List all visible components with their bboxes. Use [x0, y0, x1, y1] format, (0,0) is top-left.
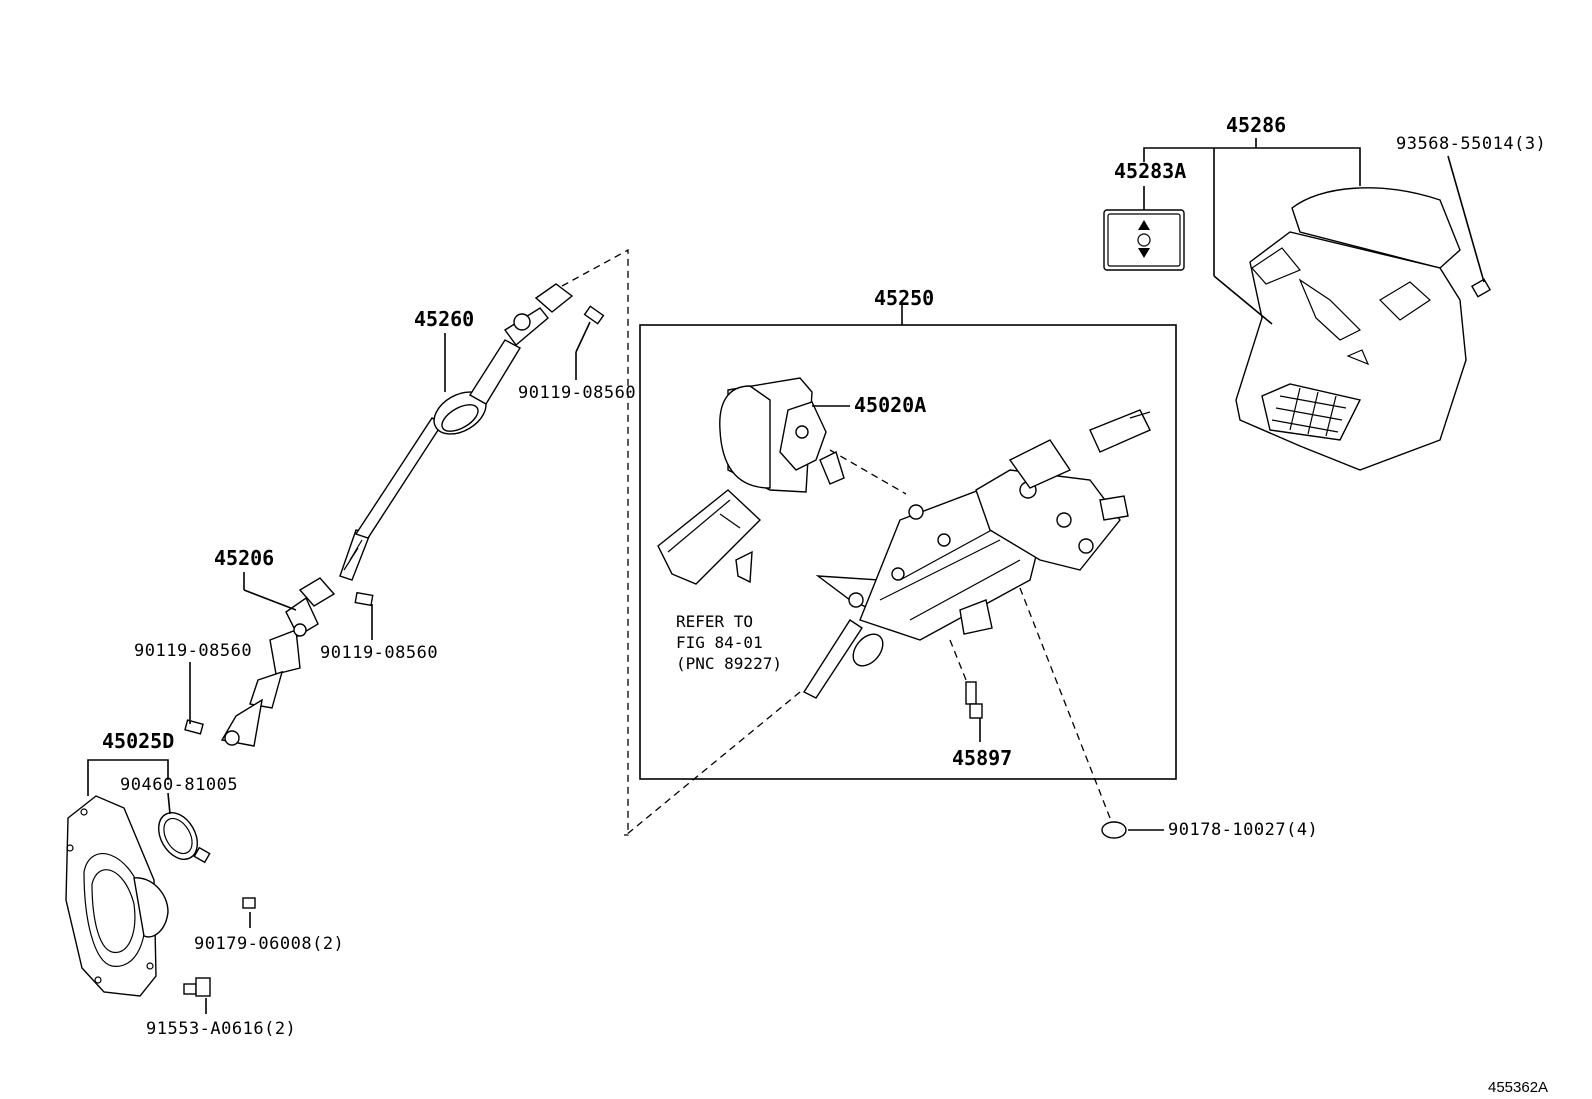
label-90460-81005: 90460-81005 — [120, 775, 238, 795]
refer-line-2: FIG 84-01 — [676, 633, 763, 652]
bolt-upper-drawing — [575, 305, 605, 353]
refer-line-1: REFER TO — [676, 612, 753, 631]
label-91553-A0616: 91553-A0616(2) — [146, 1019, 296, 1039]
intermediate-shaft-drawing — [339, 283, 574, 581]
label-45286: 45286 — [1226, 113, 1286, 137]
label-45025D: 45025D — [102, 729, 174, 753]
nut-drawing — [242, 897, 256, 909]
nut-90178-drawing — [1101, 821, 1127, 839]
steering-column-drawing — [802, 409, 1151, 699]
label-45206: 45206 — [214, 546, 274, 570]
column-assembly-box — [639, 324, 1177, 780]
label-bolt-upper: 90119-08560 — [518, 383, 636, 403]
column-cover-drawing — [1235, 187, 1467, 471]
leader-lines — [87, 138, 1485, 1014]
sliding-yoke-drawing — [220, 577, 336, 747]
control-module-drawing — [657, 489, 762, 585]
label-45897: 45897 — [952, 746, 1012, 770]
screw-93568-drawing — [1470, 278, 1492, 298]
label-bolt-lower: 90119-08560 — [134, 641, 252, 661]
label-45283A: 45283A — [1114, 159, 1186, 183]
bolt-middle-drawing — [354, 591, 374, 607]
refer-line-3: (PNC 89227) — [676, 654, 782, 673]
label-90179-06008: 90179-06008(2) — [194, 934, 344, 954]
bolt-91553-drawing — [183, 977, 211, 997]
label-90178-10027: 90178-10027(4) — [1168, 820, 1318, 840]
label-93568-55014: 93568-55014(3) — [1396, 134, 1546, 154]
label-45260: 45260 — [414, 307, 474, 331]
lock-housing-drawing — [719, 377, 845, 493]
bolt-45897-drawing — [965, 681, 983, 719]
figure-id: 455362A — [1488, 1079, 1548, 1096]
label-plate-drawing — [1103, 209, 1185, 271]
label-45020A: 45020A — [854, 393, 926, 417]
label-bolt-middle: 90119-08560 — [320, 643, 438, 663]
label-45250: 45250 — [874, 286, 934, 310]
bolt-lower-drawing — [184, 719, 204, 735]
hole-cover-drawing — [65, 795, 211, 997]
